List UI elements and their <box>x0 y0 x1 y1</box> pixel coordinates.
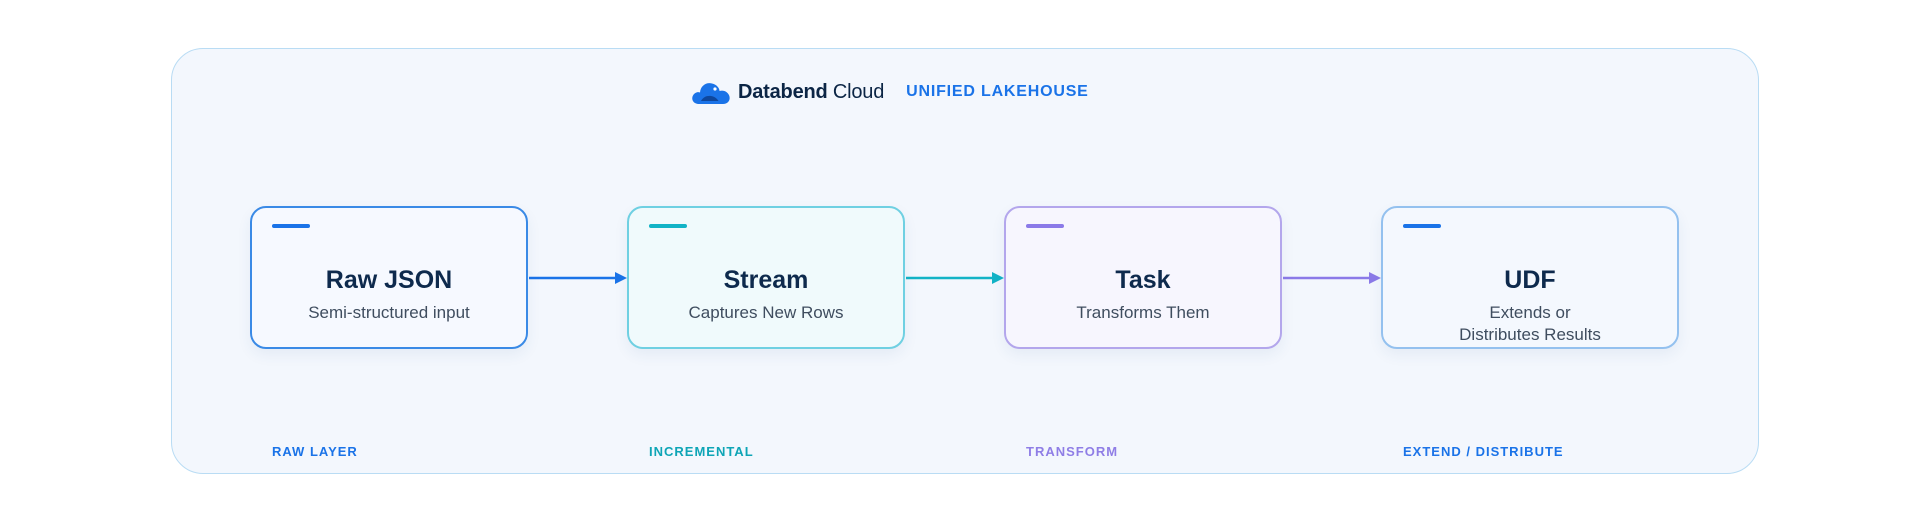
node-subtitle: Captures New Rows <box>688 303 844 322</box>
node-title: Task <box>1115 266 1171 294</box>
brand-name: Databend Cloud <box>738 81 884 104</box>
cloud-icon <box>692 83 730 104</box>
node-task: TRANSFORM Task Transforms Them <box>1004 206 1282 459</box>
node-title: UDF <box>1504 266 1556 294</box>
node-kicker: RAW LAYER <box>272 444 358 459</box>
node-raw-json: RAW LAYER Raw JSON Semi-structured input <box>250 206 528 459</box>
node-title: Stream <box>723 266 809 294</box>
node-subtitle: Extends or Distributes Results <box>1459 303 1601 344</box>
node-subtitle: Semi-structured input <box>308 303 470 322</box>
node-kicker: EXTEND / DISTRIBUTE <box>1403 444 1564 459</box>
accent-bar <box>649 224 687 228</box>
accent-bar <box>1026 224 1064 228</box>
node-kicker: INCREMENTAL <box>649 444 754 459</box>
node-title: Raw JSON <box>325 266 453 294</box>
node-subtitle: Transforms Them <box>1076 303 1210 322</box>
node-kicker: TRANSFORM <box>1026 444 1119 459</box>
accent-bar <box>1403 224 1441 228</box>
brand-name-bold: Databend <box>738 80 828 103</box>
node-udf: EXTEND / DISTRIBUTE UDF Extends or Distr… <box>1381 206 1679 459</box>
node-stream: INCREMENTAL Stream Captures New Rows <box>627 206 905 459</box>
tagline: UNIFIED LAKEHOUSE <box>906 83 1089 100</box>
brand-name-light: Cloud <box>832 80 885 103</box>
accent-bar <box>272 224 310 228</box>
header: Databend Cloud UNIFIED LAKEHOUSE <box>690 75 1089 109</box>
